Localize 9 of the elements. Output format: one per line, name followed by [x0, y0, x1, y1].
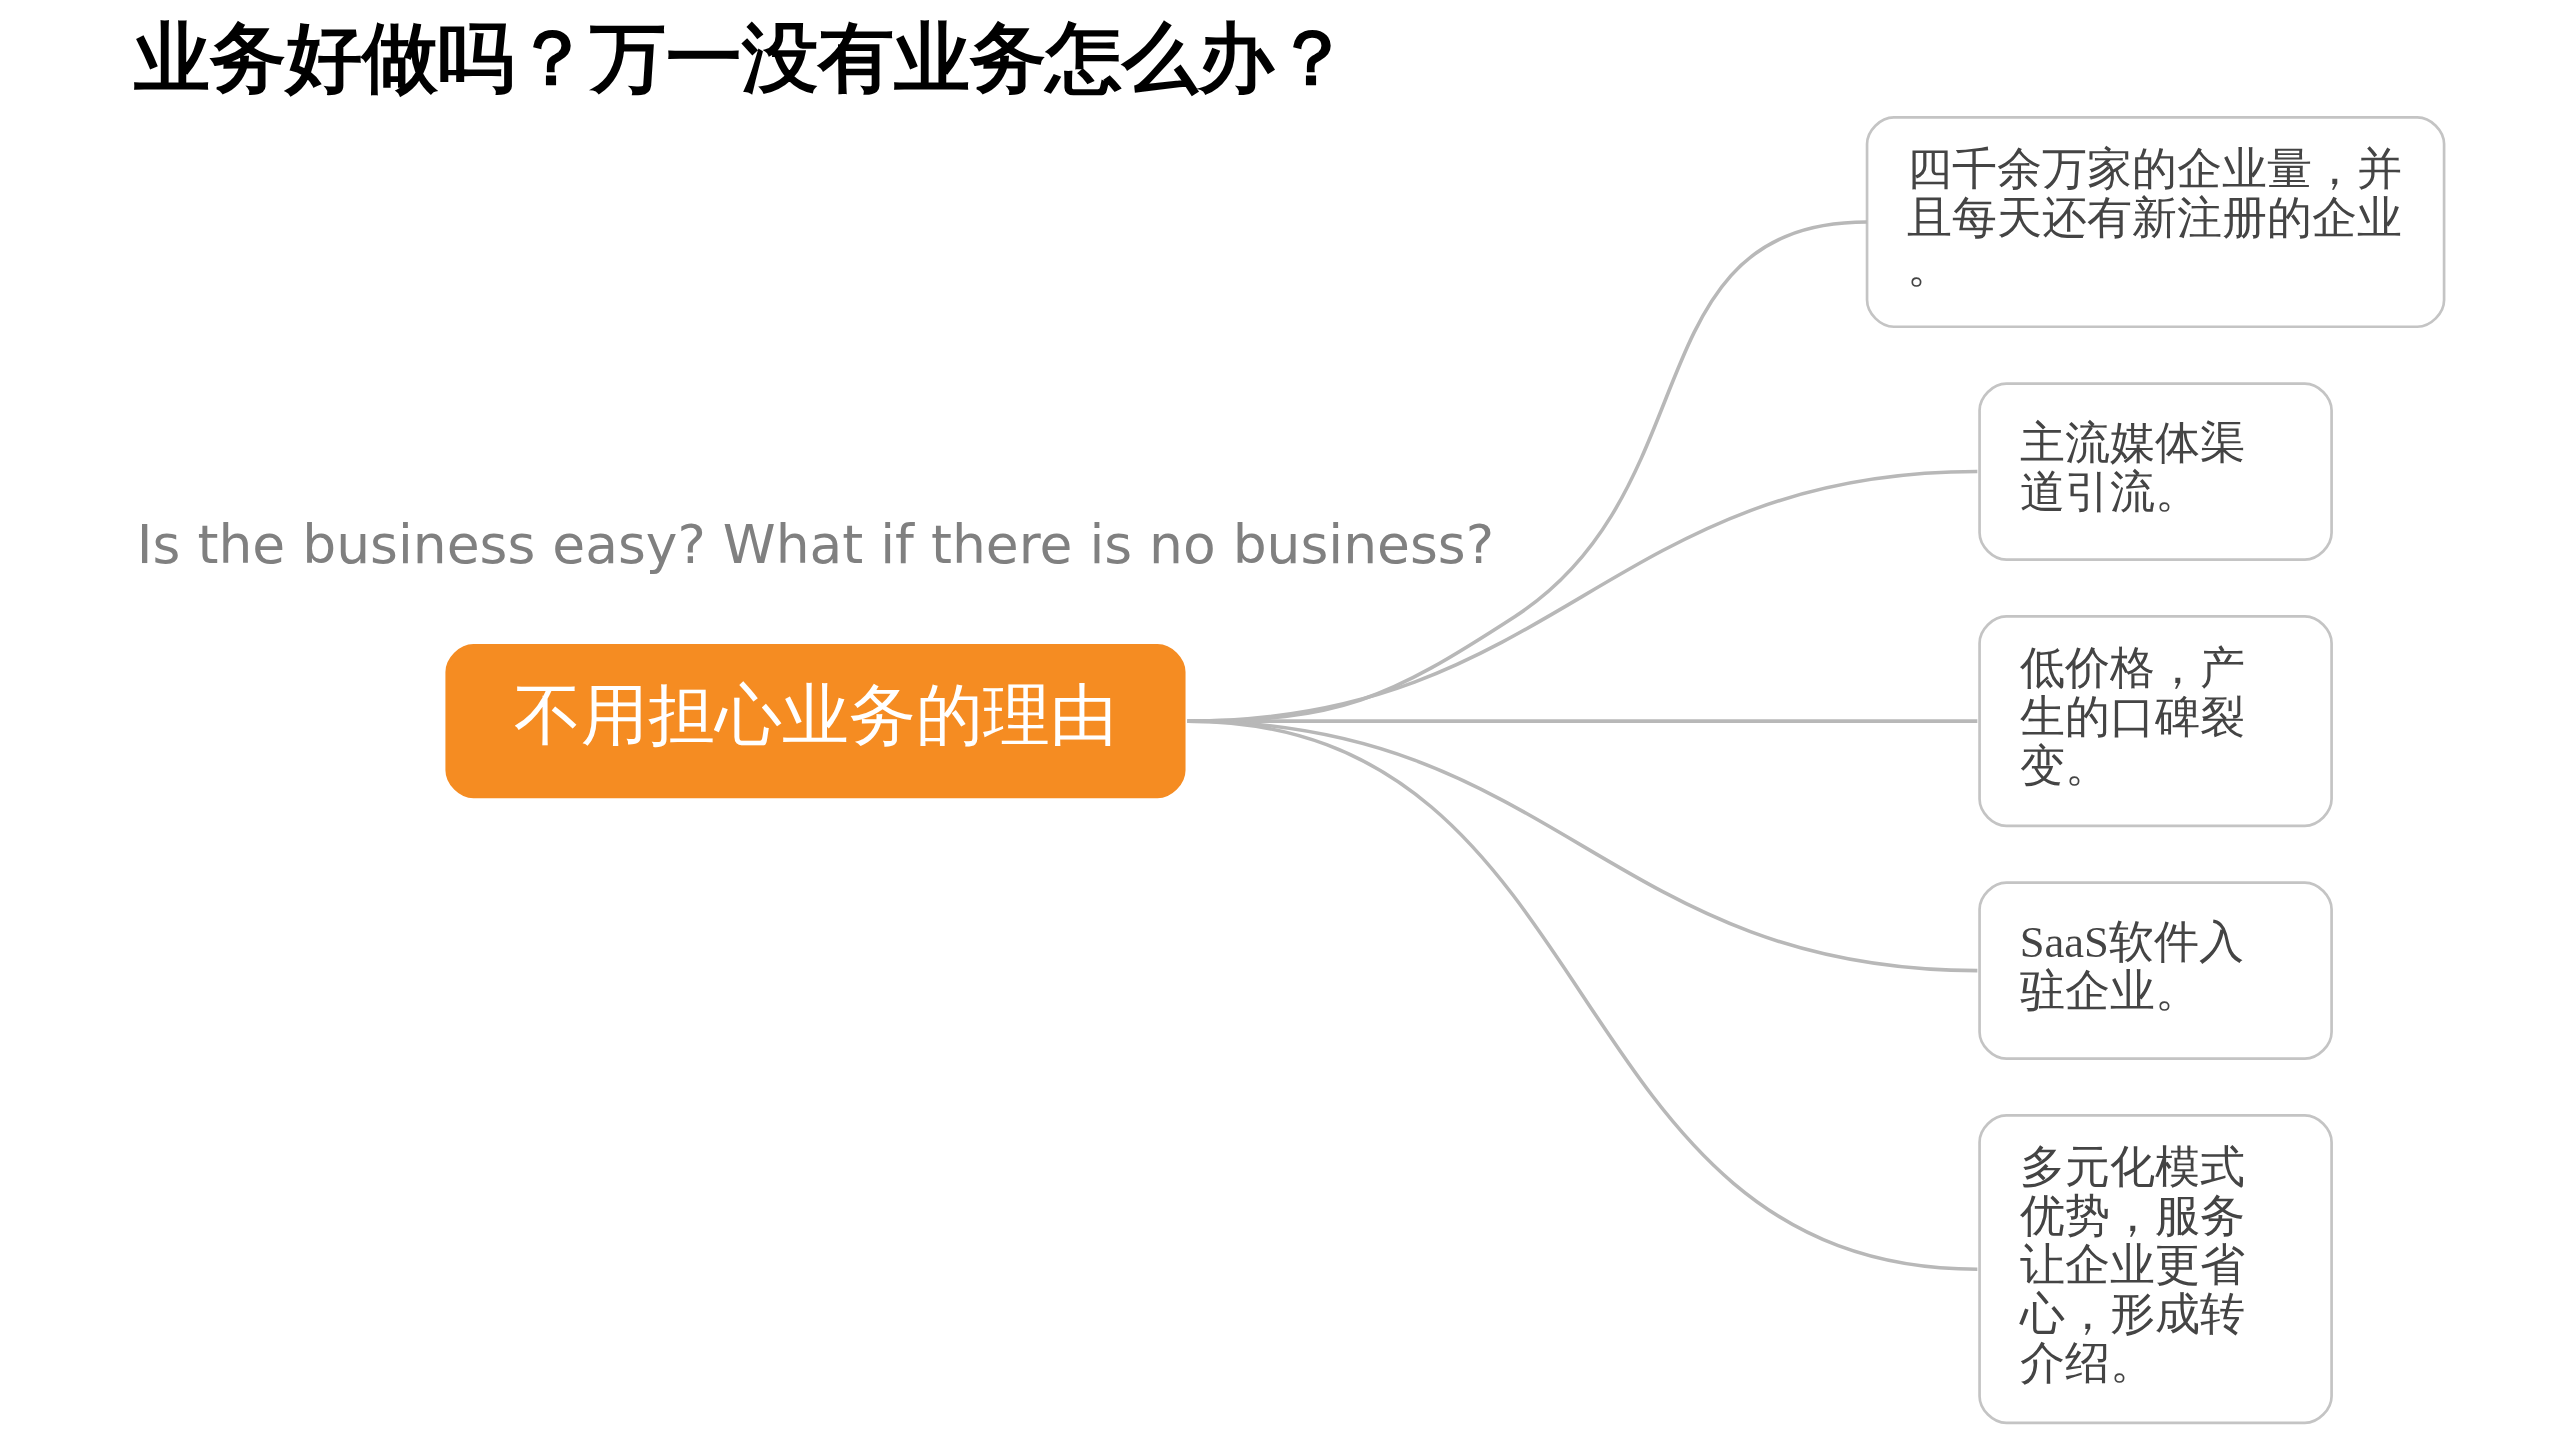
diagram-title: 业务好做吗？万一没有业务怎么办？ — [133, 14, 1350, 103]
label: Is the business easy? What if there is no business? — [136, 513, 1495, 577]
node-box: 主流媒体渠道引流。 — [1978, 382, 2333, 561]
node-box: 四千余万家的企业量，并且每天还有新注册的企业。 — [1865, 116, 2446, 329]
node-box: SaaS软件入驻企业。 — [1978, 881, 2333, 1060]
connector — [1187, 719, 1978, 1271]
node-box: 不用担心业务的理由 — [445, 644, 1186, 799]
node-box: 多元化模式优势，服务让企业更省心，形成转介绍。 — [1978, 1114, 2333, 1425]
node-box: 低价格，产生的口碑裂变。 — [1978, 615, 2333, 828]
